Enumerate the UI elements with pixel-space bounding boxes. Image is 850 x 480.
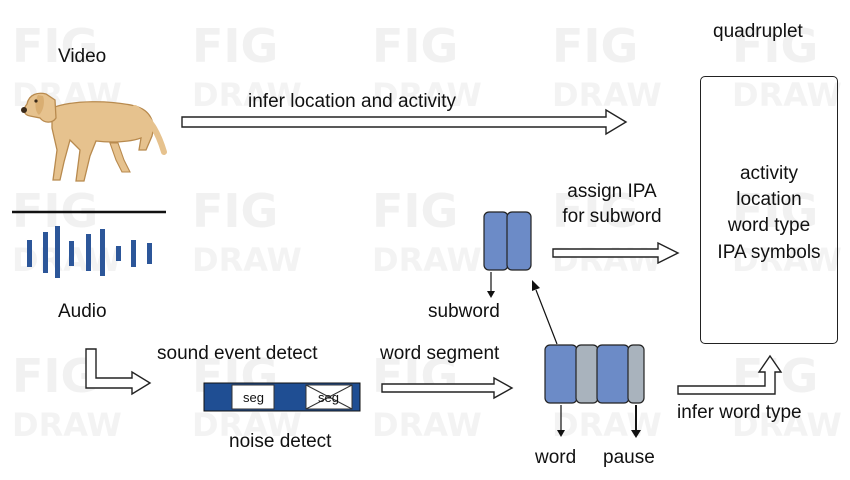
arrow-to-pause — [631, 405, 641, 438]
arrow-word-segment — [381, 376, 514, 400]
word-segment-label: word segment — [380, 343, 500, 364]
noise-detect-label: noise detect — [229, 431, 332, 452]
infer-location-activity-label: infer location and activity — [248, 91, 457, 112]
arrow-to-word — [557, 405, 565, 437]
arrow-assign-ipa — [552, 241, 680, 265]
arrow-audio-elbow — [85, 348, 152, 396]
video-label: Video — [58, 46, 107, 67]
subword-tiles — [483, 211, 532, 271]
pause-label: pause — [603, 447, 655, 468]
quadruplet-items: activity location word type IPA symbols — [701, 161, 837, 266]
quadruplet-label: quadruplet — [713, 21, 803, 42]
sound-event-detect-label: sound event detect — [157, 343, 318, 364]
segment-bar — [203, 382, 361, 412]
arrow-infer-word-type — [677, 354, 783, 395]
quadruplet-box: activity location word type IPA symbols — [700, 76, 838, 344]
arrow-to-subword-tiles — [532, 280, 558, 345]
assign-ipa-label-line2: for subword — [562, 206, 662, 227]
arrow-infer-location — [181, 108, 628, 136]
infer-word-type-label: infer word type — [677, 402, 802, 423]
segment-label-2: seg — [318, 390, 339, 405]
word-label: word — [535, 447, 577, 468]
segment-label-1: seg — [243, 390, 264, 405]
audio-label: Audio — [58, 301, 107, 322]
quadruplet-item-ipa-symbols: IPA symbols — [717, 241, 821, 263]
dog-illustration — [21, 92, 167, 182]
quadruplet-item-word-type: word type — [727, 215, 811, 237]
assign-ipa-label-line1: assign IPA — [567, 181, 657, 202]
arrow-to-subword-label — [487, 272, 495, 298]
audio-waveform-icon — [27, 226, 152, 278]
word-tiles — [544, 344, 645, 404]
quadruplet-item-location: location — [736, 189, 802, 211]
quadruplet-item-activity: activity — [739, 163, 799, 184]
subword-label: subword — [428, 301, 500, 322]
